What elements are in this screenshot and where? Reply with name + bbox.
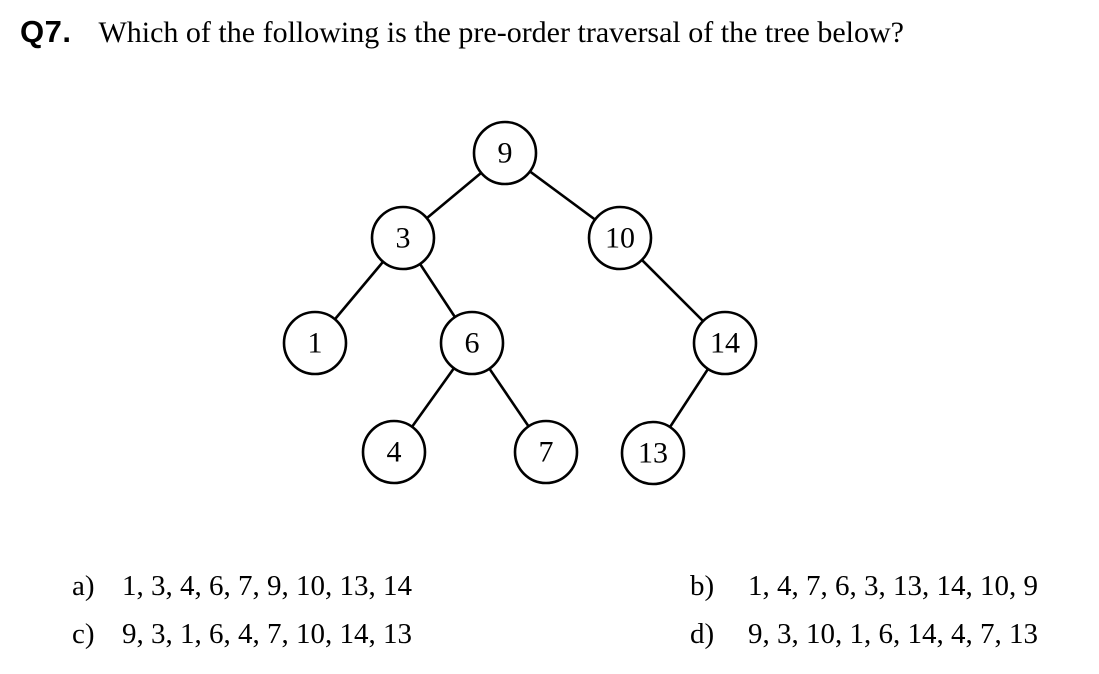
tree-node-label-7: 7: [539, 436, 554, 469]
tree-node-circle-14: [692, 310, 758, 376]
answer-option-c: c) 9, 3, 1, 6, 4, 7, 10, 14, 13: [72, 618, 412, 651]
option-text: 1, 4, 7, 6, 3, 13, 14, 10, 9: [748, 570, 1038, 602]
question-number: Q7.: [20, 14, 72, 49]
option-text: 9, 3, 10, 1, 6, 14, 4, 7, 13: [748, 618, 1038, 650]
option-letter: a): [72, 570, 95, 602]
tree-node-circle-13: [620, 420, 686, 486]
answer-option-a: a) 1, 3, 4, 6, 7, 9, 10, 13, 14: [72, 570, 412, 603]
tree-node-circle-7: [513, 419, 579, 485]
option-letter: c): [72, 618, 95, 650]
answer-option-b: b) 1, 4, 7, 6, 3, 13, 14, 10, 9: [690, 570, 1038, 603]
tree-node-circle-1: [282, 310, 348, 376]
tree-node-circle-4: [361, 419, 427, 485]
tree-node-label-13: 13: [638, 437, 668, 470]
tree-node-label-14: 14: [710, 327, 740, 360]
tree-node-circle-10: [587, 205, 653, 271]
tree-node-label-1: 1: [308, 327, 323, 360]
tree-node-circle-6: [439, 310, 505, 376]
tree-node-label-9: 9: [498, 137, 513, 170]
tree-node-circle-3: [370, 205, 436, 271]
question-text: Which of the following is the pre-order …: [98, 16, 904, 49]
tree-node-label-6: 6: [465, 327, 480, 360]
tree-node-circle-9: [472, 120, 538, 186]
option-text: 1, 3, 4, 6, 7, 9, 10, 13, 14: [122, 570, 412, 602]
option-letter: b): [690, 570, 715, 602]
tree-node-label-3: 3: [396, 222, 411, 255]
question-title: Q7. Which of the following is the pre-or…: [20, 14, 904, 50]
option-letter: d): [690, 618, 715, 650]
tree-node-label-10: 10: [605, 222, 635, 255]
answer-option-d: d) 9, 3, 10, 1, 6, 14, 4, 7, 13: [690, 618, 1038, 651]
option-text: 9, 3, 1, 6, 4, 7, 10, 14, 13: [122, 618, 412, 650]
tree-node-label-4: 4: [387, 436, 402, 469]
